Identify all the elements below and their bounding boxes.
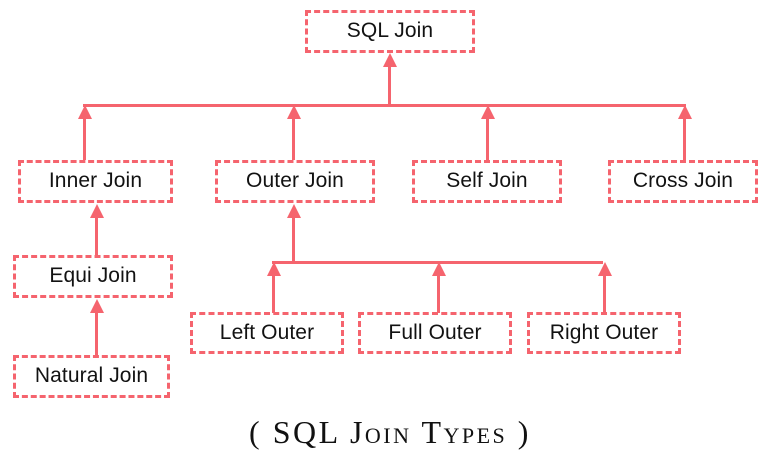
edge-right-outer-to-subbus-stem [603, 275, 606, 313]
edge-left-outer-to-subbus-arrowhead [266, 262, 281, 276]
node-full-outer[interactable]: Full Outer [358, 312, 512, 354]
edge-natural-to-equi-stem [95, 312, 98, 356]
edge-cross-to-bus-arrowhead [677, 105, 692, 119]
edge-bus-to-root-arrowhead [382, 53, 397, 67]
bus-level2 [83, 104, 686, 107]
edge-full-outer-to-subbus-stem [437, 275, 440, 313]
node-equi-join[interactable]: Equi Join [13, 255, 173, 298]
edge-equi-to-inner-stem [95, 217, 98, 256]
edge-bus-to-root-stem [388, 66, 391, 106]
node-cross-join[interactable]: Cross Join [608, 160, 758, 203]
node-natural-join-label: Natural Join [34, 364, 149, 387]
edge-self-to-bus-stem [486, 118, 489, 160]
node-sql-join-label: SQL Join [346, 19, 434, 42]
node-equi-join-label: Equi Join [49, 264, 137, 287]
edge-subbus-to-outer-arrowhead [286, 204, 301, 218]
node-self-join-label: Self Join [446, 169, 528, 192]
node-sql-join[interactable]: SQL Join [305, 10, 475, 53]
node-full-outer-label: Full Outer [388, 320, 482, 344]
edge-left-outer-to-subbus-stem [272, 275, 275, 313]
node-left-outer[interactable]: Left Outer [190, 312, 344, 354]
edge-cross-to-bus-stem [683, 118, 686, 160]
edge-self-to-bus-arrowhead [480, 105, 495, 119]
edge-inner-to-bus-arrowhead [77, 105, 92, 119]
node-outer-join[interactable]: Outer Join [215, 160, 375, 203]
edge-full-outer-to-subbus-arrowhead [431, 262, 446, 276]
edge-inner-to-bus-stem [83, 118, 86, 160]
edge-outer-to-bus-arrowhead [286, 105, 301, 119]
node-self-join[interactable]: Self Join [412, 160, 562, 203]
node-outer-join-label: Outer Join [246, 169, 344, 192]
node-right-outer[interactable]: Right Outer [527, 312, 681, 354]
node-left-outer-label: Left Outer [219, 320, 315, 344]
edge-outer-to-bus-stem [292, 118, 295, 160]
node-right-outer-label: Right Outer [549, 320, 659, 344]
edge-equi-to-inner-arrowhead [89, 204, 104, 218]
node-inner-join[interactable]: Inner Join [18, 160, 173, 203]
node-inner-join-label: Inner Join [48, 169, 143, 192]
node-natural-join[interactable]: Natural Join [13, 355, 170, 398]
node-cross-join-label: Cross Join [632, 169, 734, 192]
edge-natural-to-equi-arrowhead [89, 299, 104, 313]
edge-subbus-to-outer-stem [292, 217, 295, 263]
edge-right-outer-to-subbus-arrowhead [597, 262, 612, 276]
diagram-caption: ( SQL Join Types ) [249, 414, 531, 450]
